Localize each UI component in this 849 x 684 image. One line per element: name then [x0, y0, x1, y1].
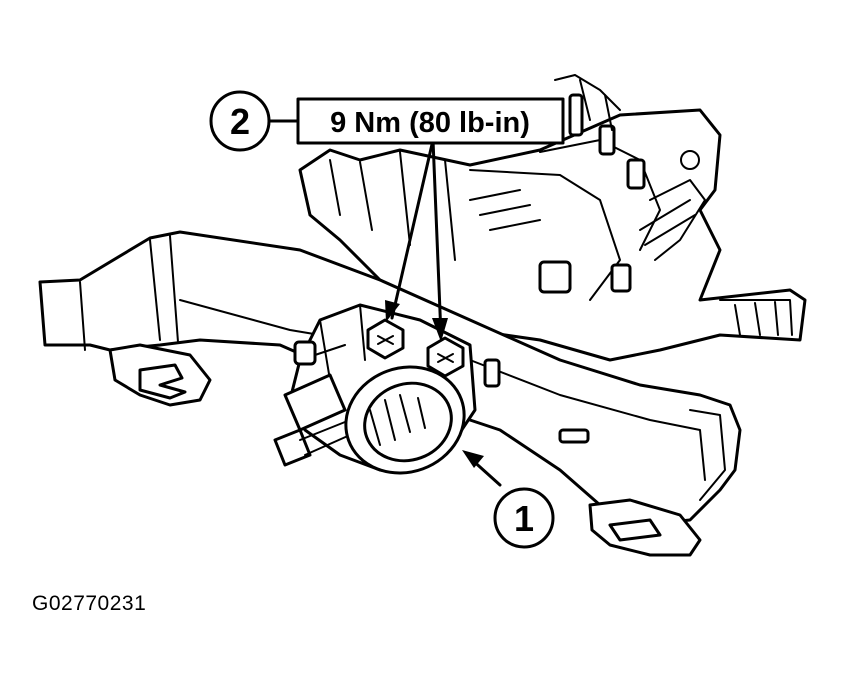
bolt-right [426, 336, 465, 378]
figure-id: G02770231 [32, 592, 147, 615]
torque-leader-arrows [385, 138, 448, 342]
callout-2-number: 2 [230, 101, 250, 142]
lock-cylinder-bore [344, 365, 466, 475]
callout-1-leader [462, 450, 502, 487]
callout-1: 1 [493, 487, 555, 549]
callout-1-number: 1 [514, 498, 534, 539]
torque-spec-label: 9 Nm (80 lb-in) [330, 107, 530, 139]
callout-2: 2 9 Nm (80 lb-in) [209, 90, 565, 152]
bolt-left [366, 318, 405, 360]
